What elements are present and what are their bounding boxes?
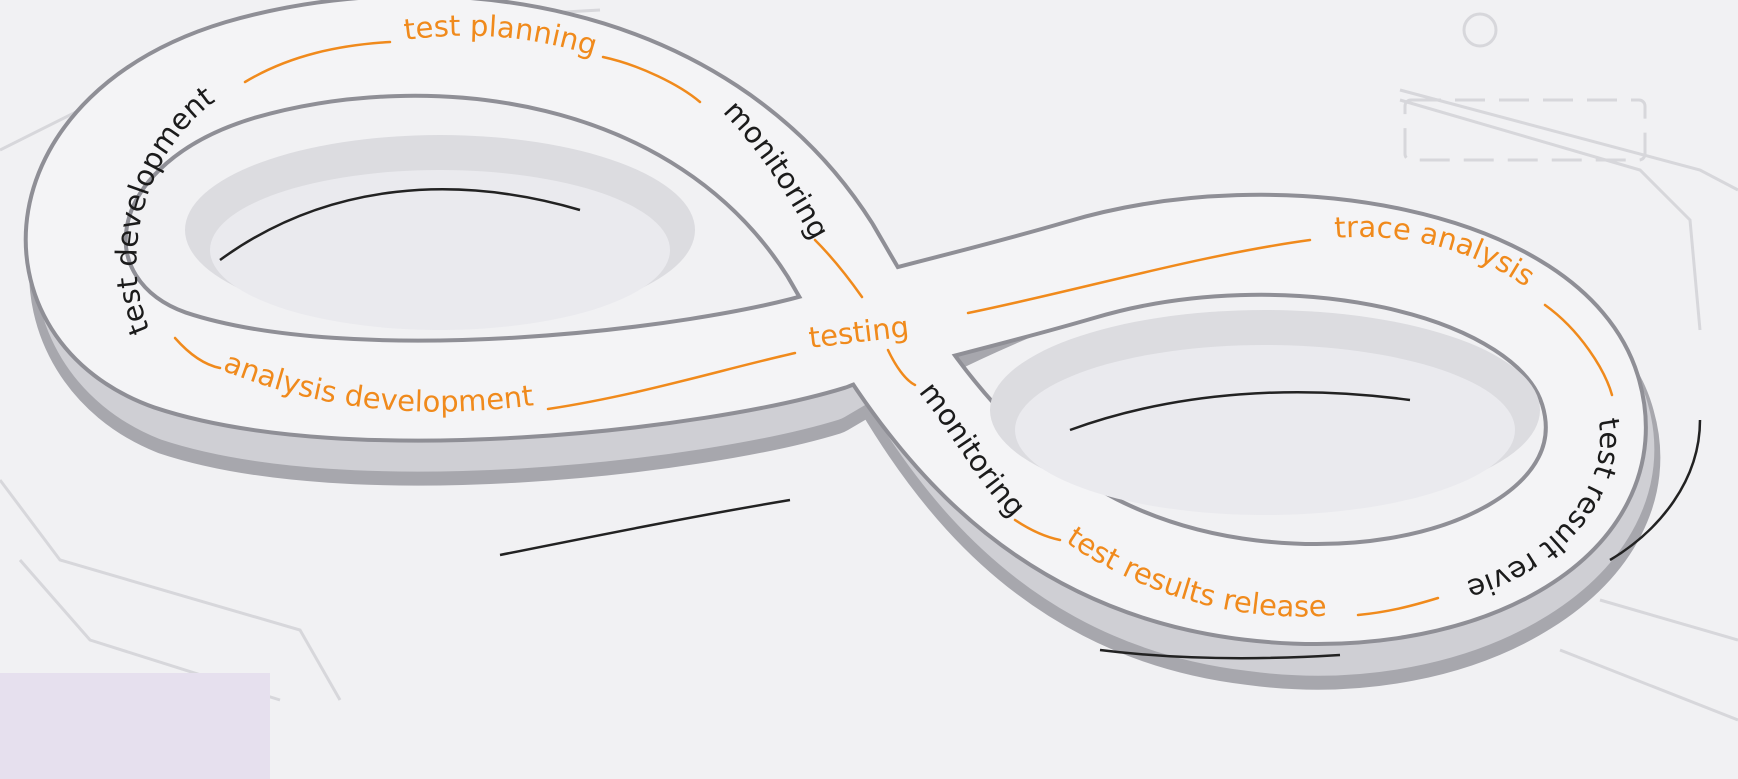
left-hole-floor [210,170,670,330]
sketch-stroke [1099,648,1341,660]
sketch-stroke [1069,390,1411,432]
loop-top-surface [27,0,1644,642]
corner-panel [0,673,270,779]
sketch-stroke [1609,419,1702,562]
right-hole-floor [1015,345,1515,515]
sketch-stroke [499,498,791,557]
sketch-stroke [219,188,581,262]
guide-lines [173,40,1614,617]
infinity-loop [23,0,1702,690]
